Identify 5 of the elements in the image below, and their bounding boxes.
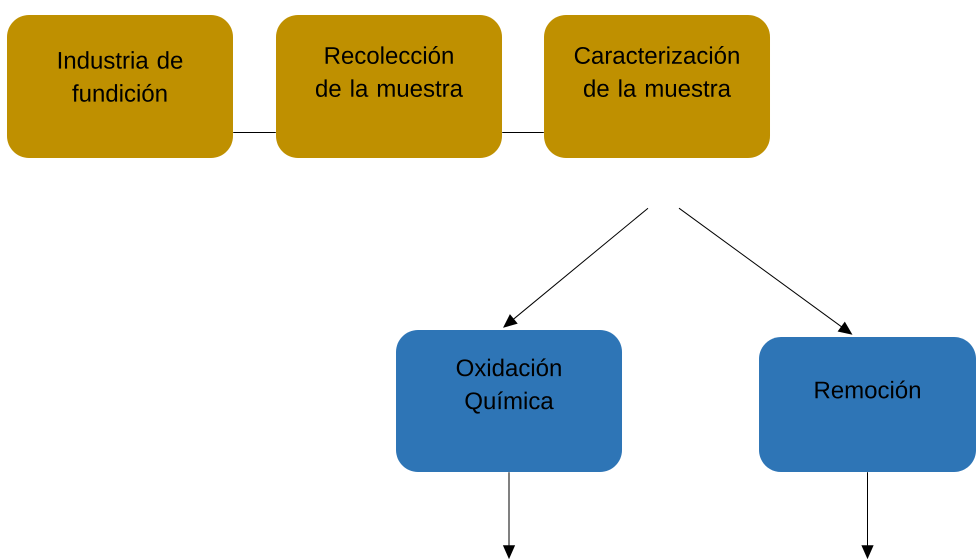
process-box: Caracterización de la muestra <box>544 15 770 158</box>
process-box: Industria de fundición <box>7 15 233 158</box>
process-box: Oxidación Química <box>396 330 622 472</box>
process-box: Remoción <box>759 337 976 472</box>
process-box: Recolección de la muestra <box>276 15 502 158</box>
